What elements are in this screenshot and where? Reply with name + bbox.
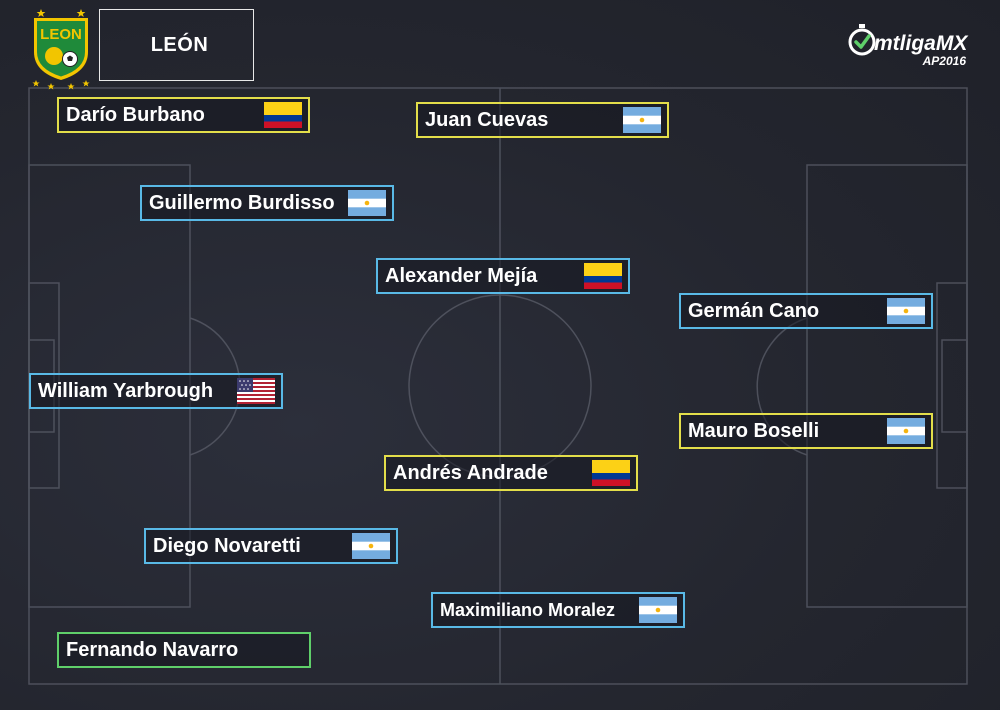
- player-name: Darío Burbano: [66, 103, 205, 126]
- player-name: William Yarbrough: [38, 379, 214, 402]
- argentina-flag-icon: [887, 418, 925, 444]
- player-card[interactable]: Juan Cuevas: [416, 102, 669, 138]
- argentina-flag-icon: [887, 298, 925, 324]
- player-name: Germán Cano: [688, 299, 820, 322]
- brand-main: mtligaMX: [874, 32, 969, 55]
- player-name: Maximiliano Moralez: [440, 599, 616, 620]
- player-name: Mauro Boselli: [688, 419, 820, 442]
- player-card[interactable]: Alexander Mejía: [376, 258, 630, 294]
- player-card[interactable]: William Yarbrough: [29, 373, 283, 409]
- team-name: LEÓN: [150, 33, 209, 56]
- team-name-box: LEÓN: [99, 9, 254, 81]
- argentina-flag-icon: [623, 107, 661, 133]
- player-card[interactable]: Fernando Navarro: [57, 632, 311, 668]
- colombia-flag-icon: [264, 102, 302, 128]
- player-card[interactable]: Germán Cano: [679, 293, 933, 329]
- argentina-flag-icon: [348, 190, 386, 216]
- svg-text:LEON: LEON: [40, 26, 82, 43]
- player-name: Juan Cuevas: [425, 108, 549, 131]
- colombia-flag-icon: [592, 460, 630, 486]
- player-name: Alexander Mejía: [385, 264, 538, 287]
- player-name: Fernando Navarro: [66, 638, 239, 661]
- colombia-flag-icon: [584, 263, 622, 289]
- argentina-flag-icon: [352, 533, 390, 559]
- player-card[interactable]: Diego Novaretti: [144, 528, 398, 564]
- usa-flag-icon: [237, 378, 275, 404]
- player-card[interactable]: Mauro Boselli: [679, 413, 933, 449]
- player-name: Diego Novaretti: [153, 534, 301, 557]
- brand-sub: AP2016: [922, 54, 967, 68]
- player-card[interactable]: Andrés Andrade: [384, 455, 638, 491]
- leon-crest-logo: LEON: [32, 9, 90, 90]
- mtligamx-logo: mtligaMX AP2016: [848, 24, 969, 68]
- player-name: Andrés Andrade: [393, 461, 548, 484]
- player-card[interactable]: Maximiliano Moralez: [431, 592, 685, 628]
- player-name: Guillermo Burdisso: [149, 191, 335, 214]
- player-card[interactable]: Guillermo Burdisso: [140, 185, 394, 221]
- player-card[interactable]: Darío Burbano: [57, 97, 310, 133]
- argentina-flag-icon: [639, 597, 677, 623]
